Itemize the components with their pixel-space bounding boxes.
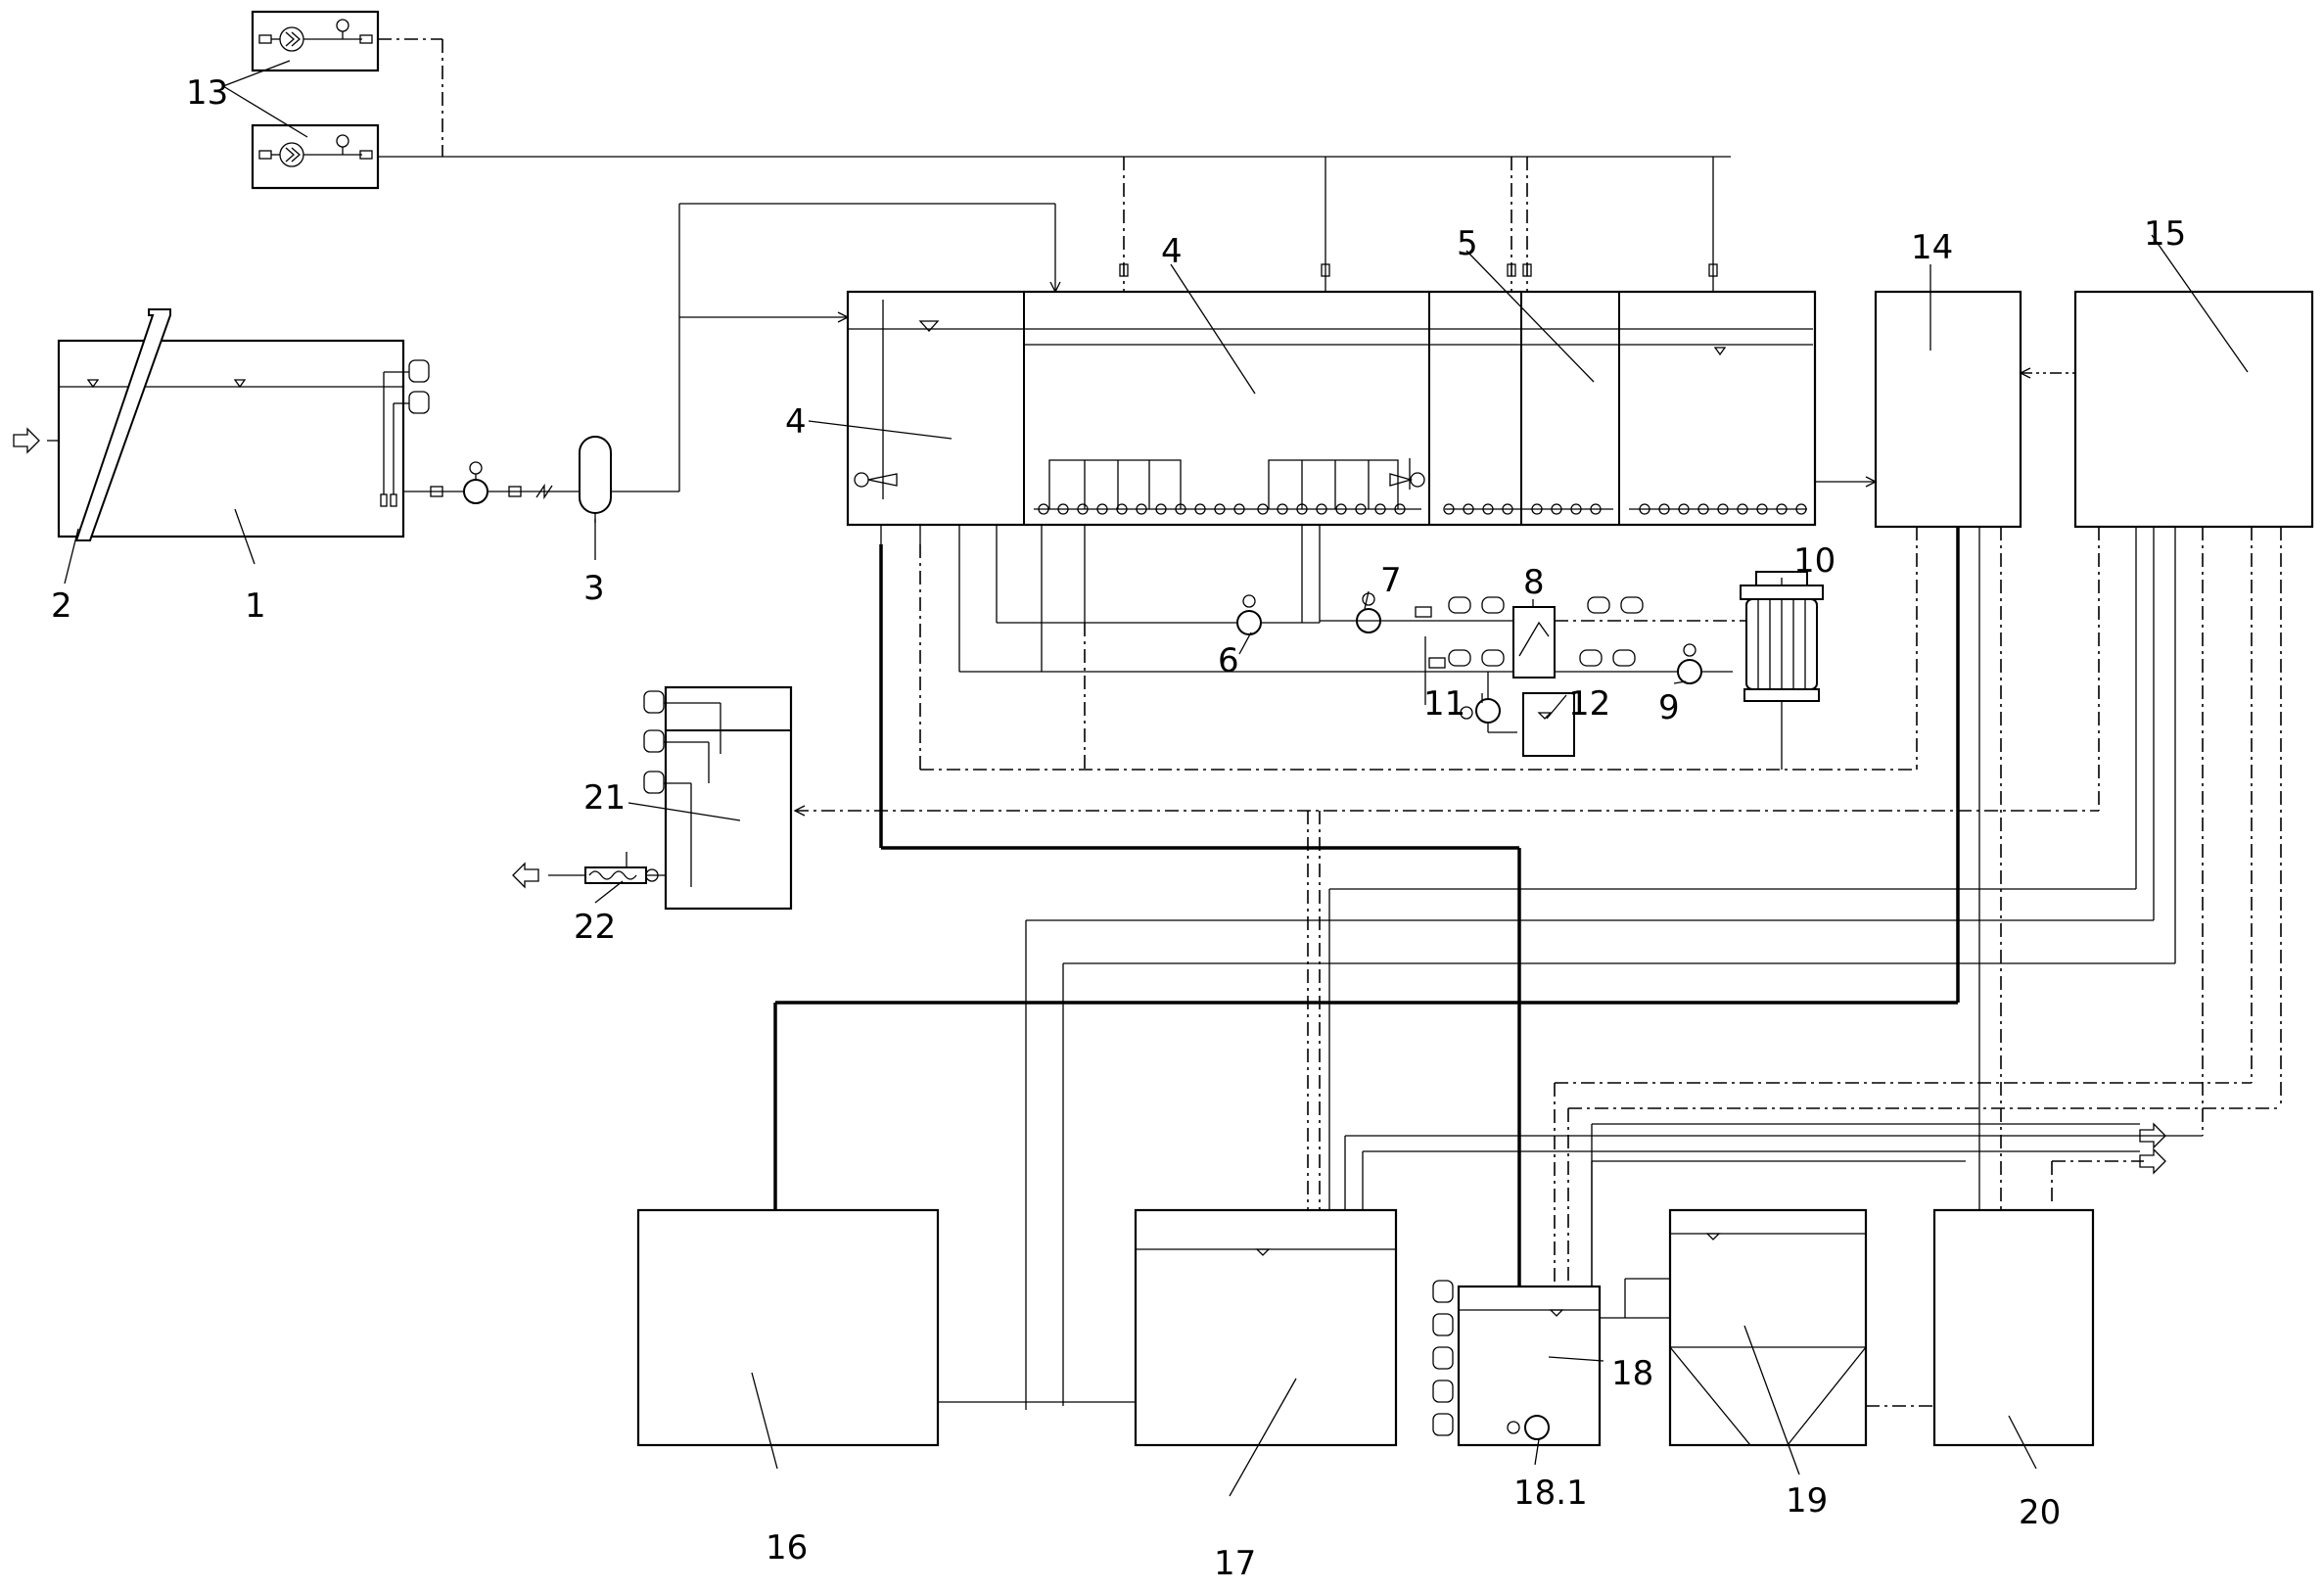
label-1: 1: [245, 586, 266, 626]
label-20: 20: [2019, 1493, 2061, 1532]
label-10: 10: [1793, 541, 1836, 581]
label-22: 22: [574, 908, 616, 947]
pump-11: [1460, 672, 1517, 733]
unit-14: [1874, 290, 2022, 529]
label-2: 2: [51, 586, 72, 626]
leader-lines: [64, 60, 2249, 1497]
tank-18: [1432, 1280, 1602, 1447]
label-3: 3: [583, 569, 605, 608]
diffusers: [1038, 503, 1807, 515]
arrow-15-to-14: [2019, 367, 2031, 379]
screen-2: [74, 308, 171, 541]
screw-22: [548, 852, 666, 884]
tank-19: [1600, 1208, 1868, 1447]
tank-16: [636, 1208, 940, 1447]
label-18: 18: [1611, 1354, 1653, 1393]
label-5: 5: [1457, 224, 1478, 263]
label-21: 21: [583, 778, 626, 818]
label-18-1: 18.1: [1513, 1474, 1588, 1513]
bioreactor-4-5: [846, 290, 1817, 527]
return-lines: [793, 527, 2100, 1302]
pump-circuit: [880, 525, 1752, 705]
tank-3: [579, 436, 612, 523]
label-13: 13: [186, 73, 228, 113]
label-19: 19: [1786, 1481, 1828, 1521]
label-9: 9: [1658, 688, 1680, 727]
inlet-arrow: [13, 427, 59, 454]
arrow-into-14: [1865, 476, 1878, 488]
multi-lines: [773, 527, 2282, 1410]
label-4b: 4: [1161, 232, 1183, 271]
blower-unit-top: [251, 10, 380, 72]
label-14: 14: [1911, 228, 1953, 267]
tank-17: [1134, 1208, 1398, 1447]
cooling-tower-10: [1740, 571, 1824, 770]
lift-pump-line: [403, 461, 587, 504]
callout-labels: 1 2 3 4 4 5 6 7 8 9 10 11 12 13 14 15 16…: [51, 73, 2186, 1583]
outlet-arrows-right: [2139, 1122, 2166, 1175]
label-4a: 4: [785, 402, 807, 442]
tank-20: [1932, 1208, 2095, 1447]
label-16: 16: [766, 1528, 808, 1568]
tank-21: [643, 685, 793, 911]
label-12: 12: [1568, 684, 1610, 724]
feed-pipe: [611, 203, 1061, 492]
outlet-arrow-left: [512, 862, 539, 889]
label-15: 15: [2144, 214, 2186, 254]
tank-12: [1522, 692, 1575, 757]
unit-15: [2073, 290, 2314, 529]
label-7: 7: [1380, 561, 1402, 600]
label-17: 17: [1214, 1544, 1256, 1583]
blower-unit-bottom: [251, 123, 380, 190]
label-8: 8: [1523, 563, 1545, 602]
label-6: 6: [1218, 641, 1239, 680]
label-11: 11: [1423, 684, 1465, 724]
